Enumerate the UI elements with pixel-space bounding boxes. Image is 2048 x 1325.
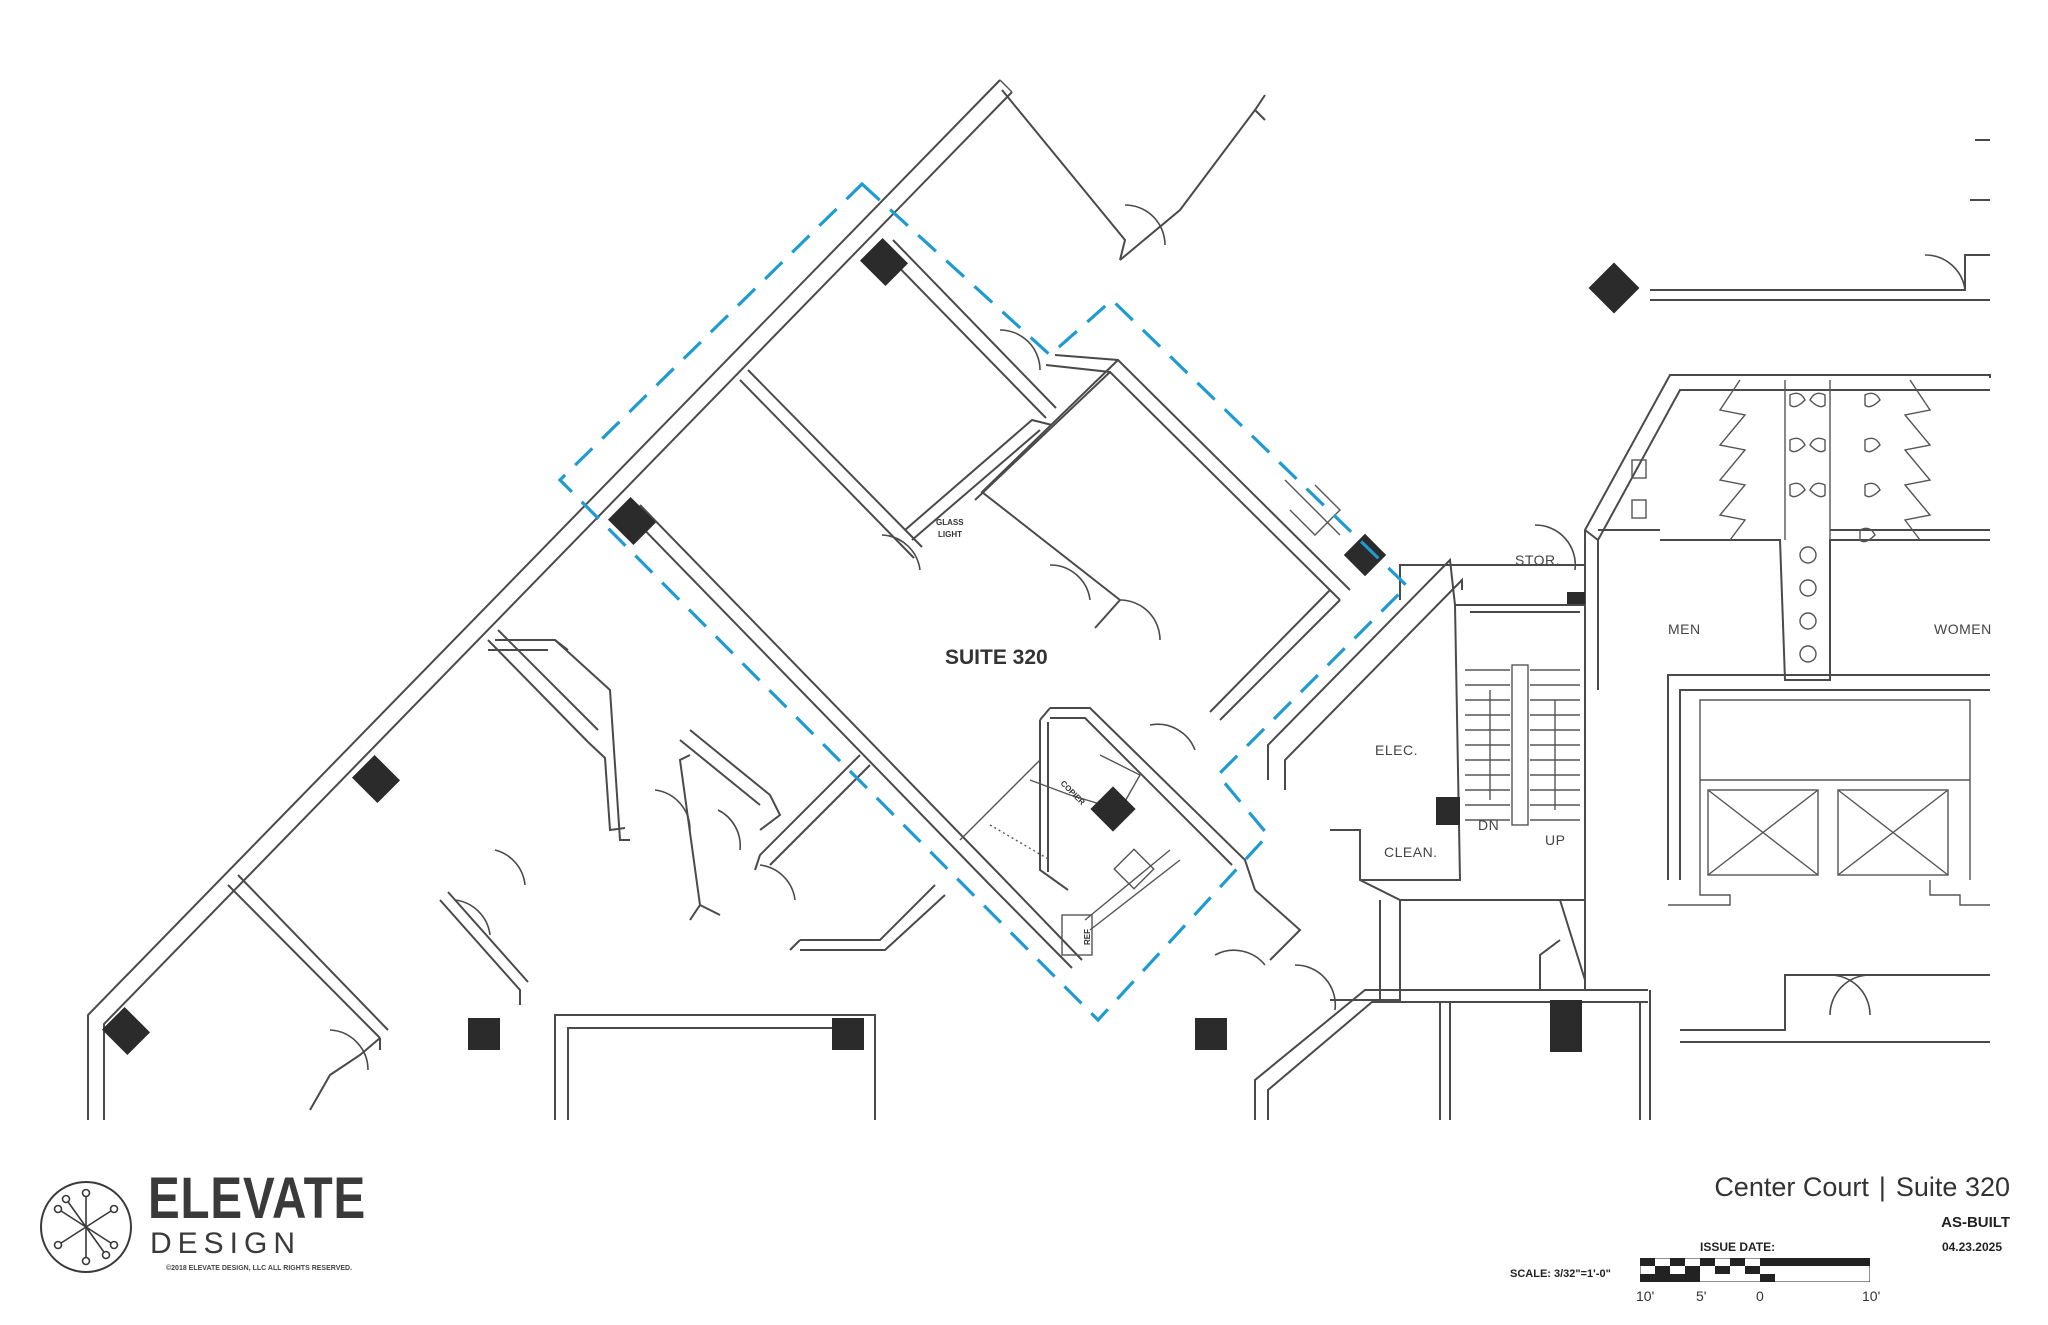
column: [1343, 533, 1387, 577]
drawing-status: AS-BUILT: [1941, 1214, 2010, 1231]
office-walls: [227, 89, 1266, 1050]
column: [1090, 786, 1136, 832]
stair-down-label: DN: [1478, 817, 1499, 833]
lower-walls: [554, 939, 1990, 1120]
women-label: WOMEN: [1934, 621, 1992, 637]
project-title: Center Court | Suite 320: [1714, 1172, 2010, 1203]
building-core: [1267, 139, 1991, 1001]
column: [1550, 1000, 1582, 1052]
scale-label: SCALE: 3/32"=1'-0": [1510, 1268, 1611, 1280]
ref-label: REF: [1083, 929, 1092, 945]
scale-tick-10-right: 10': [1862, 1288, 1881, 1304]
scale-tick-0: 0: [1756, 1288, 1764, 1304]
elec-label: ELEC.: [1375, 742, 1418, 758]
issue-date-value: 04.23.2025: [1941, 1240, 2002, 1254]
suite-name: Suite 320: [1895, 1172, 2010, 1202]
door-swings: [329, 204, 1577, 1071]
column: [101, 1006, 151, 1056]
column: [1567, 592, 1585, 604]
logo-wordmark-design: DESIGN: [150, 1227, 302, 1260]
title-separator: |: [1878, 1172, 1886, 1202]
title-block: Center Court | Suite 320 AS-BUILT ISSUE DA…: [1510, 1172, 2010, 1312]
glass-light-label-2: LIGHT: [938, 530, 962, 539]
elevate-design-logo: ELEVATE DESIGN ©2018 ELEVATE DESIGN, LLC…: [38, 1169, 365, 1285]
stair-up-label: UP: [1545, 832, 1565, 848]
room-labels: SUITE 320 STOR. MEN WOMEN ELEC. CLEAN. D…: [936, 518, 1992, 945]
column: [351, 754, 401, 804]
column: [832, 1018, 864, 1050]
structural-columns: [101, 237, 1640, 1056]
building-name: Center Court: [1714, 1172, 1869, 1202]
scale-tick-10-left: 10': [1636, 1288, 1655, 1304]
logo-emblem-icon: [40, 1181, 132, 1273]
column: [1588, 262, 1640, 314]
logo-copyright: ©2018 ELEVATE DESIGN, LLC ALL RIGHTS RES…: [166, 1265, 353, 1272]
logo-wordmark-elevate: ELEVATE: [148, 1166, 367, 1231]
column: [1436, 797, 1460, 825]
graphic-scale-bar: [1640, 1258, 1870, 1282]
suite-320-boundary: [557, 181, 1410, 1023]
column: [859, 237, 909, 287]
column: [468, 1018, 500, 1050]
column: [607, 496, 657, 546]
exterior-wall: [87, 79, 1013, 1120]
men-label: MEN: [1668, 621, 1701, 637]
clean-label: CLEAN.: [1384, 844, 1438, 860]
suite-walls: [309, 354, 1351, 1111]
glass-light-label-1: GLASS: [936, 518, 964, 527]
stor-label: STOR.: [1515, 552, 1560, 568]
kitchen-fixtures: [959, 479, 1341, 956]
suite-label: SUITE 320: [945, 646, 1048, 669]
issue-date-label: ISSUE DATE:: [1700, 1240, 1776, 1254]
scale-tick-5: 5': [1696, 1288, 1707, 1304]
column: [1195, 1018, 1227, 1050]
